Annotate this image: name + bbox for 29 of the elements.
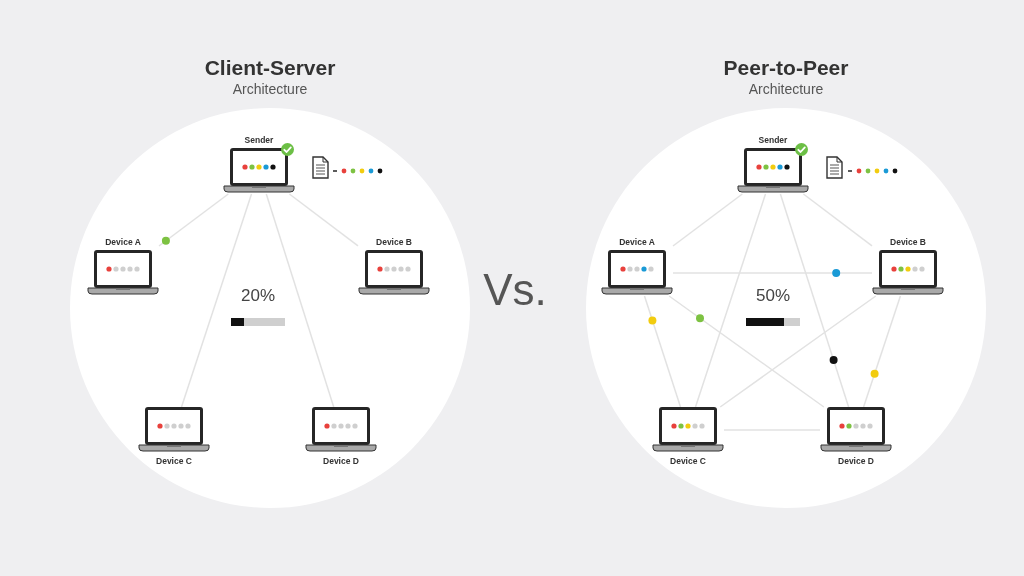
connector-line	[672, 193, 744, 247]
connector-line	[779, 193, 850, 408]
connector-line	[265, 193, 335, 408]
connector-line	[288, 193, 359, 247]
device-label: Device D	[838, 456, 874, 466]
device-label: Device C	[670, 456, 706, 466]
device-label: Device C	[156, 456, 192, 466]
device-label: Device D	[323, 456, 359, 466]
architecture-subtitle: Architecture	[232, 81, 308, 98]
connector-line	[719, 295, 877, 408]
architecture-subtitle: Architecture	[748, 81, 824, 98]
connector-line	[862, 295, 902, 408]
device-label: Sender	[244, 135, 274, 145]
device-label: Device A	[619, 237, 655, 247]
connector-line	[180, 193, 253, 408]
connector-line	[802, 193, 873, 247]
connector-line	[694, 193, 767, 408]
versus-text: Vs.	[483, 265, 547, 315]
device-label: Device B	[890, 237, 926, 247]
connector-line	[643, 295, 682, 408]
connector-line	[668, 295, 825, 408]
architecture-title: Client-Server	[204, 56, 336, 80]
architecture-title: Peer-to-Peer	[723, 56, 849, 80]
device-label: Device A	[105, 237, 141, 247]
device-label: Sender	[758, 135, 788, 145]
device-label: Device B	[376, 237, 412, 247]
connector-line	[158, 193, 230, 247]
percentage-text: 20%	[241, 286, 275, 306]
percentage-text: 50%	[756, 286, 790, 306]
